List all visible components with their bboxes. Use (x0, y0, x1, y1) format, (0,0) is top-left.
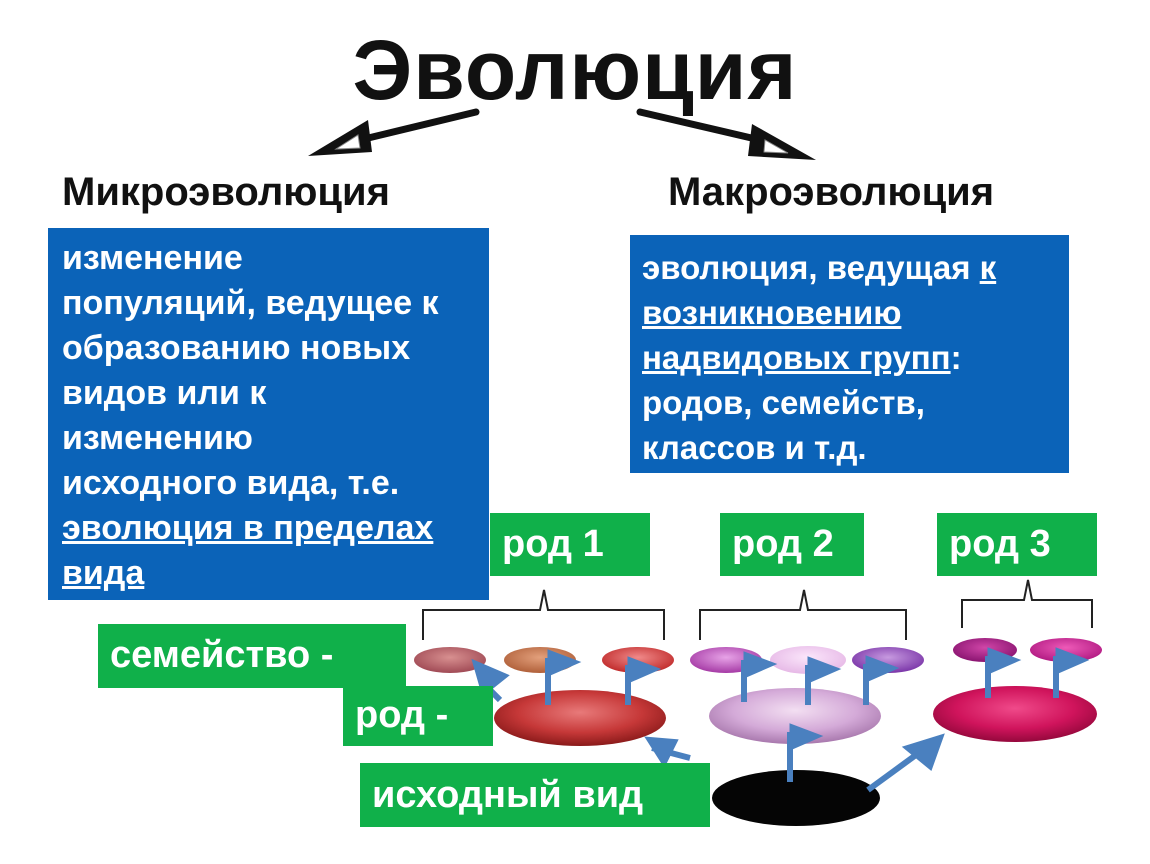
species-ellipse (414, 647, 486, 673)
flag-icon (787, 723, 824, 782)
macro-line-4: родов, семейств, (642, 384, 925, 421)
arrow-icon (644, 736, 679, 769)
genus-1-label: род 1 (490, 513, 650, 576)
macro-line-3-colon: : (950, 339, 962, 376)
micro-underlined-1: эволюция в пределах (62, 509, 434, 547)
micro-line-5: изменению (62, 419, 253, 457)
genus-3-label: род 3 (937, 513, 1097, 576)
macro-heading: Макроэволюция (668, 170, 995, 214)
brace-genus3 (961, 579, 1093, 628)
genus-ellipse-2 (709, 688, 881, 744)
flag-icon (545, 649, 582, 705)
flag-icon (985, 647, 1022, 698)
micro-heading: Микроэволюция (62, 170, 390, 214)
original-species-label: исходный вид (360, 763, 710, 827)
genus-2-label: род 2 (720, 513, 864, 576)
arrow-icon (901, 733, 945, 772)
genus-ellipse-3 (933, 686, 1097, 742)
macro-line-2: возникновению (642, 294, 902, 331)
flag-arrows (545, 647, 1090, 782)
genus-ellipse-1 (494, 690, 666, 746)
family-label: семейство - (98, 624, 406, 688)
micro-line-4: видов или к (62, 374, 267, 412)
macro-definition-box: эволюция, ведущая к возникновению надвид… (630, 235, 1069, 473)
micro-definition-box: изменение популяций, ведущее к образован… (48, 228, 489, 600)
macro-line-5: классов и т.д. (642, 429, 867, 466)
macro-line-1-underlined: к (979, 249, 997, 286)
arrow-to-macro (636, 108, 764, 144)
species-ellipse (602, 647, 674, 673)
flag-icon (625, 656, 662, 705)
arrow-to-micro (356, 108, 480, 144)
macro-line-1: эволюция, ведущая (642, 249, 980, 286)
micro-underlined-2: вида (62, 554, 145, 592)
pointer-arrows (471, 658, 945, 793)
page-title: Эволюция (352, 23, 798, 117)
macro-line-3: надвидовых групп (642, 339, 951, 376)
micro-line-3: образованию новых (62, 329, 411, 367)
brace-genus2 (699, 589, 907, 640)
flag-icon (805, 656, 842, 705)
original-species-ellipse (712, 770, 880, 826)
micro-line-2: популяций, ведущее к (62, 284, 439, 322)
arrow-icon (471, 658, 510, 698)
species-ellipse (1030, 638, 1102, 662)
arrowhead-macro (748, 124, 816, 160)
genus-row-label: род - (343, 686, 493, 746)
micro-line-1: изменение (62, 239, 243, 277)
flag-icon (863, 655, 900, 705)
flag-icon (1053, 647, 1090, 698)
micro-line-6: исходного вида, т.е. (62, 464, 400, 502)
brace-genus1 (422, 589, 665, 640)
flag-icon (741, 651, 778, 702)
arrowhead-micro (308, 120, 372, 156)
